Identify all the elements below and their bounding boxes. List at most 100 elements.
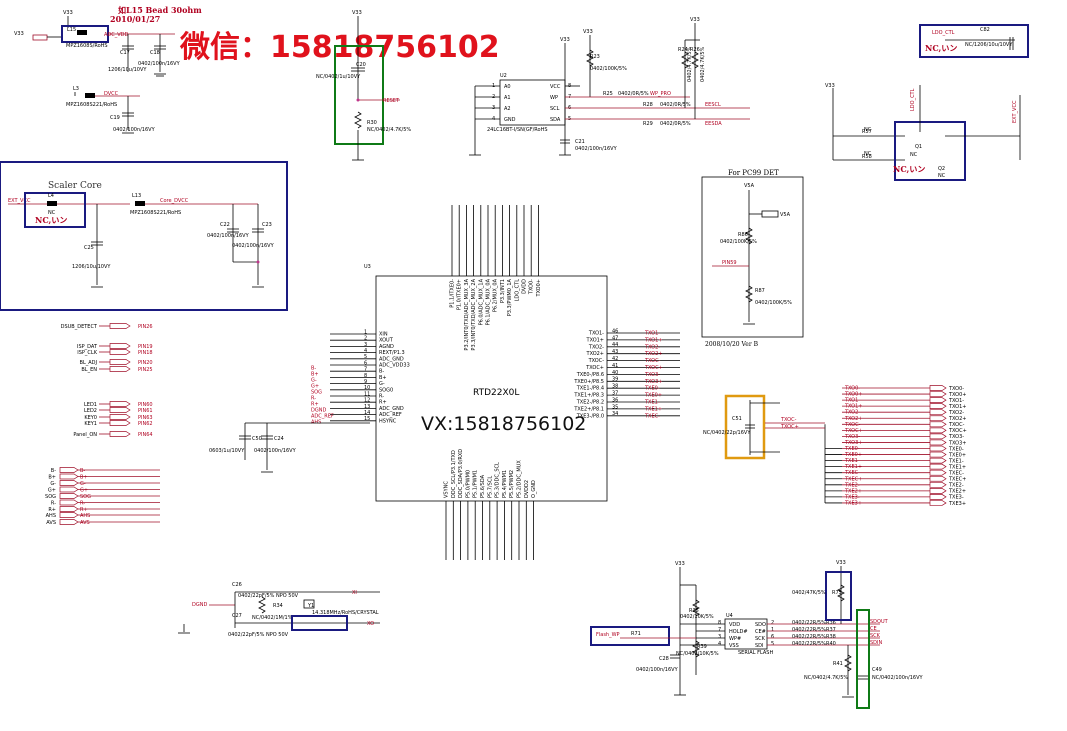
- net-v33-q: V33: [825, 83, 835, 89]
- u3-right-net: TXE1-: [644, 400, 660, 406]
- lvds-port: [929, 475, 947, 482]
- highlight-box-flash-wp: [590, 626, 670, 646]
- port-arrow: [109, 407, 131, 413]
- rgb-port: [59, 480, 79, 486]
- lvds-left-net: TXE1+: [844, 464, 862, 470]
- net-v33-reset: V33: [352, 10, 362, 16]
- ref-c51: C51: [732, 416, 742, 422]
- highlight-box-l4: [24, 192, 86, 228]
- lvds-left-net: TXO0-: [844, 386, 860, 392]
- scaler-core-block: Scaler Core EXT_VCC L4 NC NC,いン L13 MPZ1…: [0, 161, 288, 311]
- u3-right-net: TXO1-: [644, 331, 660, 337]
- lvds-left-net: TXO3-: [844, 434, 860, 440]
- val-c25: 1206/10u/10VY: [72, 264, 111, 270]
- u2-pin-scl: SCL: [550, 106, 560, 112]
- ref-q2: Q2: [938, 166, 945, 172]
- lvds-left-net: TXEC-: [844, 470, 860, 476]
- rgb-label: G-: [50, 481, 56, 487]
- val-r34: NC/0402/1M/1%: [252, 615, 293, 621]
- net-xo: XO: [367, 621, 374, 627]
- ref-r38: R38: [826, 634, 836, 640]
- u2-pin-a1: A1: [504, 95, 511, 101]
- lvds-port: [929, 409, 947, 416]
- u3-left-pin: HSYNC: [379, 418, 397, 424]
- u3-bottom-pin: P5.0/PWM0: [465, 470, 471, 498]
- u3-bottom-pin: P5.7/SCL: [487, 476, 493, 498]
- ref-r35: R35: [689, 608, 699, 614]
- ref-r26: R26: [690, 47, 700, 53]
- ref-u4: U4: [726, 613, 733, 619]
- lvds-port: [929, 397, 947, 403]
- lvds-port: [929, 385, 947, 391]
- net-v33-r75: V33: [836, 560, 846, 566]
- lvds-port: [929, 500, 947, 506]
- port-net: PIN18: [138, 350, 153, 356]
- u3-left-pin: AGND: [379, 344, 394, 350]
- val-c24: 0402/100n/16VY: [254, 448, 297, 454]
- lvds-right-label: TXO3-: [948, 434, 964, 440]
- lvds-right-label: TXEC-: [948, 471, 964, 477]
- val-c22: 0402/100n/16VY: [207, 233, 250, 239]
- u3-top-pin: P6.2/MUX_0A: [493, 278, 499, 312]
- u2-pin-a0: A0: [504, 84, 511, 90]
- u3-right-pin: TXO1+: [586, 337, 604, 343]
- ref-y1: Y1: [307, 603, 314, 609]
- highlight-box-c51: [724, 394, 766, 460]
- lvds-right-label: TXE0+: [948, 452, 966, 458]
- rgb-label: R+: [48, 507, 56, 513]
- u3-right-pin-num: 43: [612, 349, 618, 355]
- port-net: PIN63: [138, 415, 153, 421]
- lvds-left-net: TXOC+: [844, 428, 863, 434]
- u3-left-net: B+: [311, 372, 319, 378]
- overlay-vx-text: VX:15818756102: [421, 413, 586, 435]
- port-net: PIN64: [138, 432, 153, 438]
- port-arrow: [109, 366, 131, 372]
- nc-label-3: NC,いン: [35, 215, 67, 225]
- lvds-left-net: TXE2+: [844, 488, 862, 494]
- ref-u3: U3: [364, 264, 371, 270]
- u3-left-pin-num: 1: [364, 329, 367, 335]
- net-dvcc: DVCC: [104, 91, 119, 97]
- ref-r28: R28: [643, 102, 653, 108]
- net-v33-u2: V33: [560, 37, 570, 43]
- ref-r29: R29: [643, 121, 653, 127]
- lvds-left-net: TXE0+: [844, 452, 862, 458]
- ref-l4: L4: [48, 193, 54, 199]
- u3-left-pin-num: 6: [364, 360, 367, 366]
- rgb-label: SOG: [45, 494, 56, 500]
- ref-u2: U2: [500, 73, 507, 79]
- u3-right-pin-num: 36: [612, 397, 618, 403]
- val-r30: NC/0402/4.7K/5%: [367, 127, 411, 133]
- rgb-port: [59, 473, 79, 480]
- highlight-box-c49: [856, 609, 870, 709]
- rgb-port: [59, 506, 79, 512]
- ref-r86: R86: [738, 232, 748, 238]
- u3-left-pin-num: 10: [364, 385, 370, 391]
- net-core-dvcc: Core_DVCC: [160, 198, 189, 204]
- u3-top-pin: P6.1/ADC_MUX_0A: [486, 278, 492, 325]
- u3-bottom-pin: P5.2/DDC_MUX: [517, 460, 523, 498]
- lvds-left-net: TXO0+: [844, 392, 862, 398]
- u3-right-net: TXO2-: [644, 344, 660, 350]
- u3-right-pin-num: 35: [612, 404, 618, 410]
- bead-l3: [85, 93, 95, 98]
- rgb-net: AHS: [80, 513, 90, 519]
- val-r23: 0402/100K/5%: [590, 66, 627, 72]
- u3-left-pin-num: 15: [364, 416, 370, 422]
- ref-c22: C22: [220, 222, 230, 228]
- u4-pin-ce: CE#: [755, 629, 766, 635]
- val-r40: 0402/22R/5%: [792, 641, 826, 647]
- rgb-net: G-: [80, 481, 86, 487]
- input-port-v33: [32, 34, 48, 41]
- u2-pin-sda: SDA: [550, 117, 561, 123]
- scaler-core-box: [0, 161, 288, 311]
- port-label: BL_EN: [81, 367, 97, 373]
- lvds-left-net: TXE1-: [844, 458, 860, 464]
- highlight-box-q: [894, 121, 966, 181]
- u2-pin-wp: WP: [550, 95, 558, 101]
- port-label: LED1: [84, 402, 97, 408]
- rgb-net: B+: [80, 475, 88, 481]
